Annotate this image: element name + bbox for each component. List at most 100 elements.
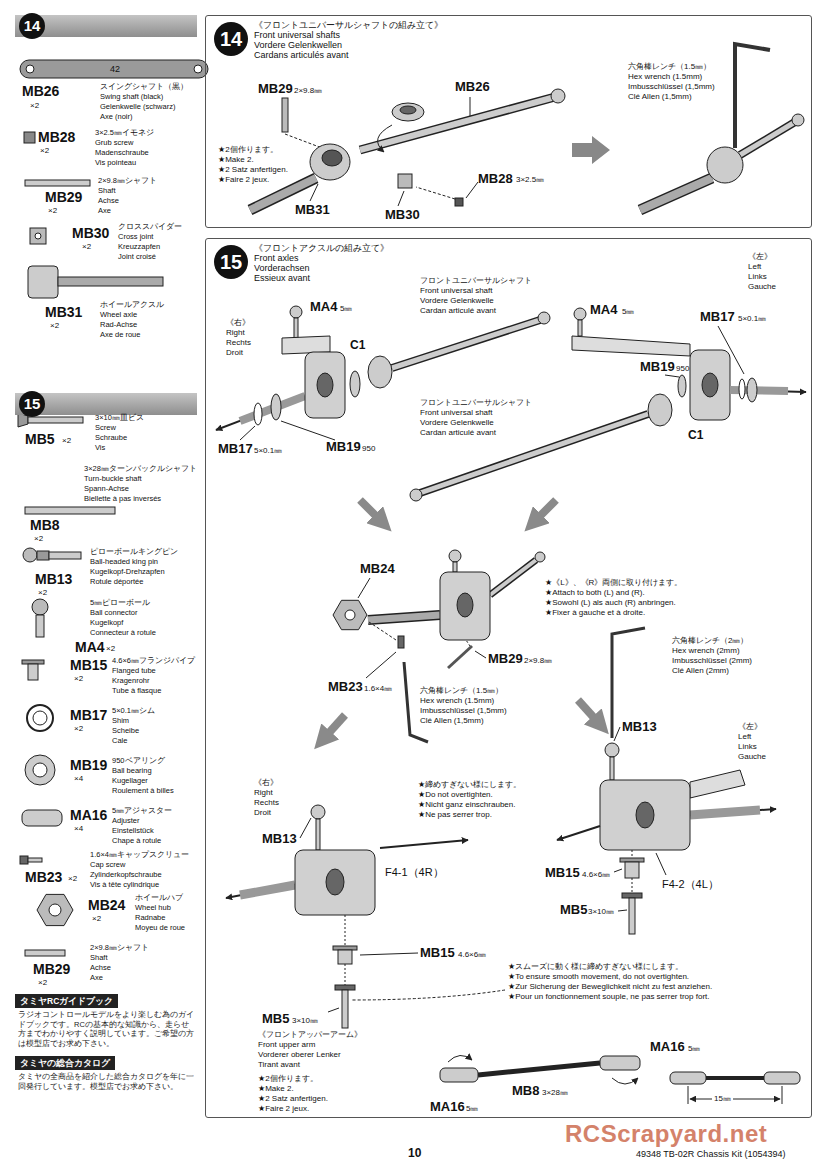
part-code: MB19 — [640, 360, 675, 374]
label-text: Vis à tête cylindrique — [90, 880, 159, 890]
label-text: Imbusschlüssel (2mm) — [672, 656, 752, 666]
step-header-bar: 15 — [15, 393, 197, 415]
shaft-assembly-drawing — [792, 114, 804, 126]
label-text: 3×2.5㎜イモネジ — [95, 128, 154, 138]
info-heading: タミヤの総合カタログ — [15, 1056, 115, 1070]
label-text: 3×10㎜皿ビス — [95, 413, 144, 423]
shaft-assembly-drawing — [392, 103, 424, 121]
part-code: MB5 — [25, 432, 55, 446]
shaft-assembly-drawing — [398, 174, 412, 188]
label-text: Chape à rotule — [112, 836, 161, 846]
label-text: 5×0.1㎜シム — [112, 706, 155, 716]
label-text: Wheel hub — [135, 903, 171, 913]
axle-assembly-drawing — [448, 646, 472, 668]
label-text: ★To ensure smooth movement, do not overt… — [508, 972, 689, 982]
label-text: 2×9.8㎜シャフト — [98, 176, 157, 186]
part-code: MB24 — [88, 898, 125, 912]
dimension-label: 15㎜ — [712, 1094, 733, 1104]
part-icon — [20, 60, 208, 78]
axle-assembly-drawing — [216, 306, 806, 1104]
label-text: クロススパイダー — [118, 222, 182, 232]
part-code: MB17 — [218, 442, 253, 456]
label-text: Tube à flasque — [112, 686, 161, 696]
title-line: Essieux avant — [254, 273, 389, 283]
part-code: MB8 — [30, 518, 60, 532]
part-code: MA16 — [430, 1100, 465, 1114]
axle-assembly-drawing — [688, 1086, 689, 1104]
axle-assembly-drawing — [366, 652, 396, 678]
label-text: ×2 — [38, 978, 47, 988]
label-text: ★2 Satz anfertigen. — [218, 165, 288, 175]
step-number: 15 — [214, 245, 248, 279]
label-text: Droit — [226, 348, 243, 358]
label-text: 六角棒レンチ（1.5㎜） — [628, 62, 711, 72]
label-text: ★Zur Sicherung der Beweglichkeit nicht z… — [508, 982, 712, 992]
axle-assembly-drawing — [457, 593, 473, 617]
label-text: Vorderer oberer Lenker — [258, 1050, 341, 1060]
axle-assembly-drawing — [368, 615, 440, 620]
part-code: C1 — [350, 338, 365, 352]
axle-assembly-drawing — [449, 550, 461, 562]
label-text: Front universal shaft — [420, 286, 492, 296]
axle-assembly-drawing — [782, 1086, 783, 1104]
part-icon — [25, 507, 115, 514]
label-text: Screw — [95, 423, 116, 433]
part-code: MB8 — [512, 1084, 539, 1098]
axle-assembly-drawing — [420, 414, 648, 493]
shaft-assembly-drawing — [572, 136, 610, 164]
label-text: ★Faire 2 jeux. — [218, 175, 269, 185]
axle-assembly-drawing — [538, 500, 556, 518]
label-text: ★Sowohl (L) als auch (R) anbringen. — [545, 598, 676, 608]
label-text: Wheel axle — [100, 310, 137, 320]
label-text: Schraube — [95, 433, 127, 443]
label-text: Links — [738, 742, 757, 752]
axle-assembly-drawing — [352, 990, 505, 1000]
part-code: 10 — [408, 1146, 421, 1160]
label-text: Droit — [254, 808, 271, 818]
axle-assembly-drawing — [271, 394, 281, 420]
label-text: Kragenrohr — [112, 676, 150, 686]
label-text: 950 — [676, 364, 689, 374]
label-text: Ball connector — [90, 608, 138, 618]
axle-assembly-drawing — [358, 578, 370, 598]
label-text: Adjuster — [112, 816, 140, 826]
part-code: MB23 — [328, 680, 363, 694]
label-text: ★Do not overtighten. — [418, 790, 493, 800]
step-number: 15 — [19, 391, 45, 417]
label-text: 950ベアリング — [112, 756, 165, 766]
axle-assembly-drawing — [538, 312, 550, 324]
label-text: Hex wrench (1.5mm) — [420, 696, 494, 706]
label-text: 2×9.8㎜ — [294, 86, 322, 96]
part-icon — [22, 810, 62, 826]
axle-assembly-drawing — [240, 885, 295, 895]
shaft-assembly-drawing — [551, 89, 565, 103]
shaft-assembly-drawing — [400, 106, 416, 114]
label-text: Cross joint — [118, 232, 153, 242]
label-text: ×2 — [62, 436, 71, 446]
part-code: MB30 — [385, 208, 420, 222]
axle-assembly-drawing — [618, 910, 627, 911]
title-line: Front axles — [254, 253, 389, 263]
shaft-assembly-drawing — [360, 97, 555, 150]
title-line: Cardans articulés avant — [254, 50, 443, 60]
label-text: Gelenkwelle (schwarz) — [100, 102, 175, 112]
label-text: ×4 — [74, 824, 83, 834]
label-text: 5㎜アジャスター — [112, 806, 172, 816]
label-text: ★《L》、《R》両側に取り付けます。 — [545, 578, 682, 588]
label-text: Hex wrench (2mm) — [672, 646, 740, 656]
label-text: Madenschraube — [95, 148, 149, 158]
part-code: MB26 — [455, 80, 490, 94]
part-code: MB28 — [38, 130, 75, 144]
axle-assembly-drawing — [350, 371, 360, 397]
label-text: ★Attach to both (L) and (R). — [545, 588, 645, 598]
label-text: Hex wrench (1.5mm) — [628, 72, 702, 82]
label-text: Connecteur à rotule — [90, 628, 156, 638]
label-text: Front upper arm — [258, 1040, 315, 1050]
label-text: Links — [748, 272, 767, 282]
part-icon — [33, 711, 47, 725]
label-text: Vis — [95, 443, 105, 453]
label-text: Rechts — [226, 338, 251, 348]
label-text: フロントユニバーサルシャフト — [420, 276, 532, 286]
label-text: Flanged tube — [112, 666, 156, 676]
